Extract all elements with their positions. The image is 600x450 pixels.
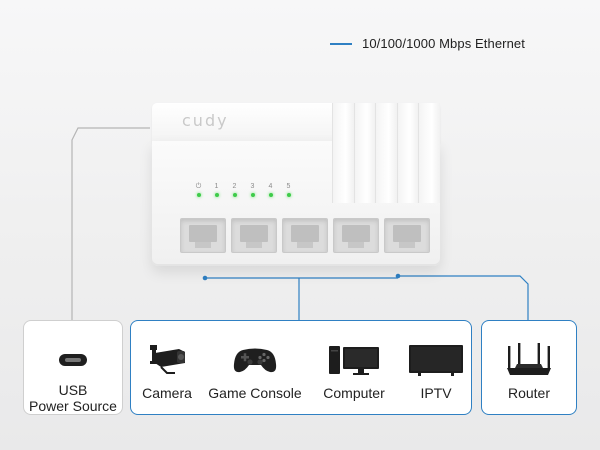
network-switch: cudy ⏻ 1 2 3 4 5 [148, 103, 444, 273]
led-port-5: 5 [284, 183, 293, 197]
computer-label: Computer [323, 385, 385, 401]
camera-label: Camera [142, 385, 192, 401]
ethernet-line-router [398, 275, 529, 320]
brand-logo: cudy [182, 111, 229, 130]
led-port-4: 4 [266, 183, 275, 197]
ethernet-port-2 [231, 218, 277, 253]
led-power: ⏻ [194, 183, 203, 197]
iptv-label: IPTV [420, 385, 452, 401]
ethernet-port-5 [384, 218, 430, 253]
led-port-3: 3 [248, 183, 257, 197]
legend: 10/100/1000 Mbps Ethernet [330, 36, 525, 51]
ethernet-port-1 [180, 218, 226, 253]
device-computer: Computer [307, 321, 401, 414]
legend-text: 10/100/1000 Mbps Ethernet [362, 36, 525, 51]
usb-power-line [71, 127, 150, 320]
ethernet-port-4 [333, 218, 379, 253]
usb-c-port-icon [58, 341, 88, 378]
game-console-label: Game Console [208, 385, 302, 401]
desktop-computer-icon [327, 341, 381, 379]
gamepad-icon [233, 341, 277, 379]
device-router: Router [482, 321, 576, 414]
router-label: Router [507, 385, 551, 401]
usb-label: USB [58, 382, 88, 398]
usb-power-item: USB Power Source [24, 321, 122, 414]
led-port-1: 1 [212, 183, 221, 197]
tv-icon [408, 341, 464, 379]
ethernet-ports [180, 218, 430, 253]
security-camera-icon [147, 341, 187, 379]
ethernet-port-3 [282, 218, 328, 253]
led-port-2: 2 [230, 183, 239, 197]
switch-fins [332, 103, 440, 203]
usb-power-box: USB Power Source [23, 320, 123, 415]
status-leds: ⏻ 1 2 3 4 5 [194, 183, 293, 197]
device-iptv: IPTV [401, 321, 471, 414]
device-camera: Camera [131, 321, 203, 414]
power-source-label: Power Source [29, 398, 117, 414]
devices-box: Camera Game Console Computer [130, 320, 472, 415]
port-dot-1 [202, 275, 208, 281]
router-box: Router [481, 320, 577, 415]
device-game-console: Game Console [203, 321, 307, 414]
router-icon [505, 341, 553, 379]
legend-line [330, 42, 352, 45]
